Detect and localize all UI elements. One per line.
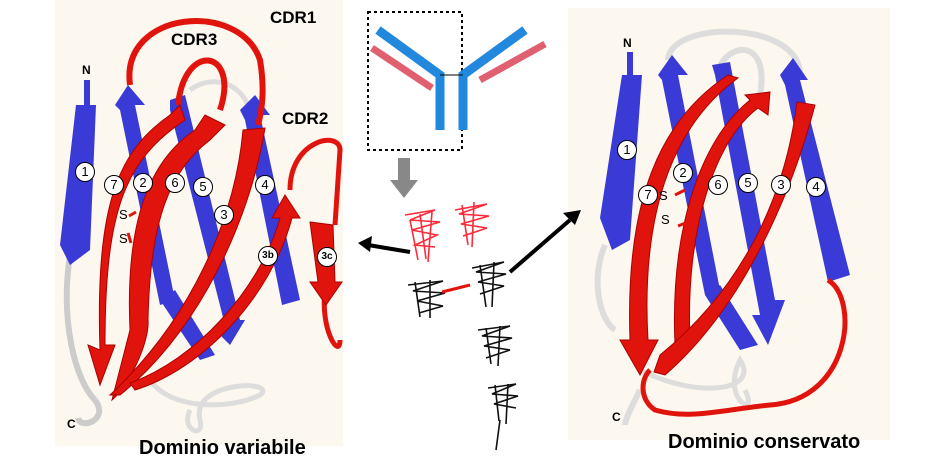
cdr2-label: CDR2 [282,109,329,128]
disulfide-s1: S [659,188,668,203]
c-strand-1 [600,75,642,250]
strand-label: 3 [771,175,791,195]
strand-label: 1 [75,162,95,182]
strand-label: 3b [258,246,278,266]
arrow-to-constant-line [508,218,572,274]
strand-label: 4 [806,177,826,197]
variable-domain-title: Dominio variabile [139,437,306,459]
constant-domain-title: Dominio conservato [668,431,861,453]
cdr3-loop [175,57,228,111]
strand-label: 4 [255,175,275,195]
arrow-right-icon [563,210,581,225]
strand-label: 7 [104,175,124,195]
domain-blobs [404,201,519,451]
strand-3b [129,194,301,391]
strand-7 [87,104,186,387]
strand-label: 5 [193,177,213,197]
arrow-to-variable-line [367,243,411,254]
cdr3-label: CDR3 [171,30,218,49]
strand-label: 3c [317,247,337,267]
down-arrow-icon [390,158,418,198]
c-terminus-label: C [612,410,621,424]
cdr1-loop [126,18,266,126]
variable-domain-ribbon [60,18,343,434]
strand-label: 2 [673,163,693,183]
arrow-left-icon [358,236,372,252]
strand-label: 7 [638,185,658,205]
disulfide-s2: S [661,212,670,227]
strand-label: 1 [617,140,637,160]
disulfide-s2: S [119,231,128,246]
c-terminus-label: C [67,417,76,431]
strand-label: 2 [133,173,153,193]
antibody-y-schematic [370,26,547,130]
cdr1-label: CDR1 [270,8,317,27]
strand-label: 5 [738,173,758,193]
strand-label: 6 [708,175,728,195]
strand-label: 3 [214,205,234,225]
strand-label: 6 [165,173,185,193]
strand-1 [60,105,96,265]
disulfide-s1: S [119,207,128,222]
n-terminus-label: N [82,63,91,77]
n-terminus-label: N [623,36,632,50]
strand-2 [115,85,175,305]
c-strand-7 [619,74,740,377]
